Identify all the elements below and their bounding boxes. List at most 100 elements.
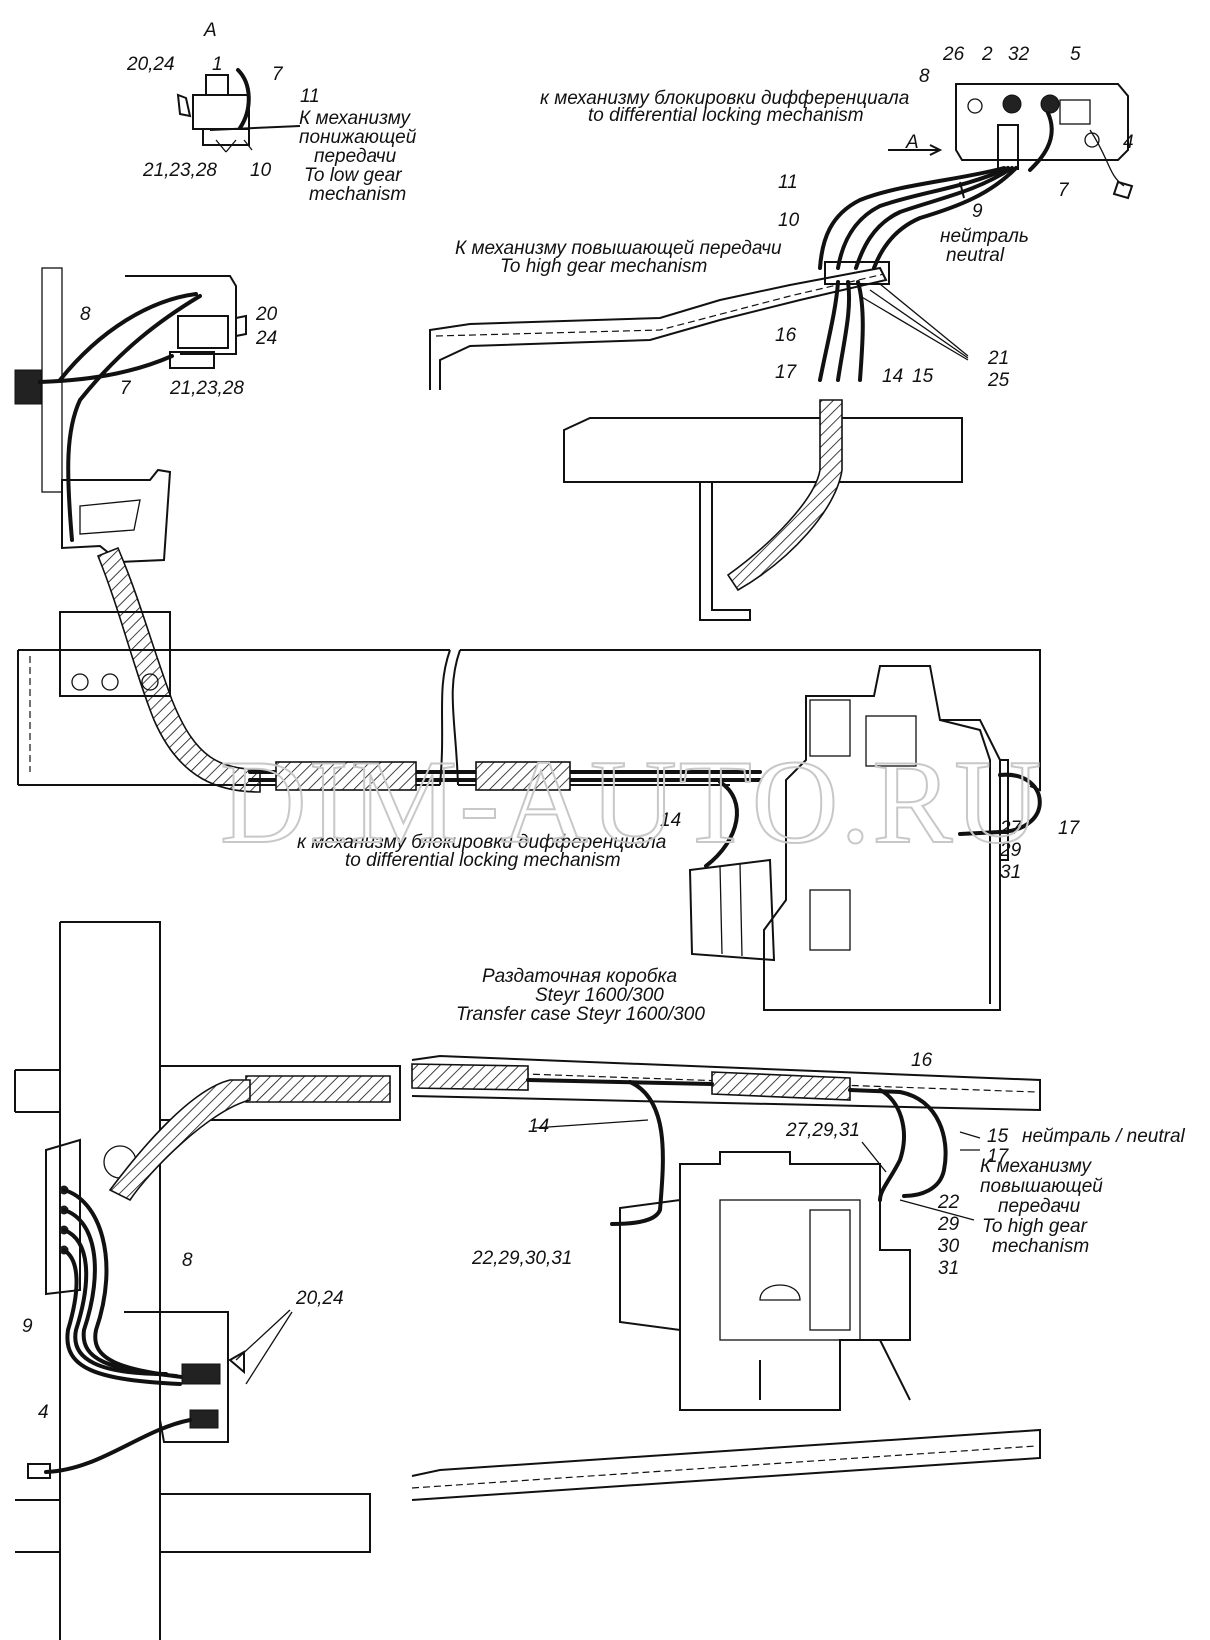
callout-9: 9 <box>972 201 983 222</box>
hose-4 <box>44 1418 192 1474</box>
crossmember <box>563 417 963 483</box>
leader-lines <box>215 139 253 153</box>
callout-4: 4 <box>1123 132 1134 153</box>
callout-26: 26 <box>942 44 965 65</box>
bracket-window <box>79 499 141 535</box>
hose-17 <box>958 772 1042 836</box>
side-bracket <box>14 1069 60 1113</box>
caption-high-gear-bottom-ru-3: передачи <box>998 1196 1081 1217</box>
valve <box>181 1363 221 1385</box>
hose-9 <box>872 166 1018 270</box>
watermark: DIM-AUTO.RU <box>220 735 1043 868</box>
connector-4 <box>27 1463 51 1479</box>
callout-5: 5 <box>1070 44 1081 65</box>
callout-21: 21 <box>987 348 1009 369</box>
hose-14 <box>610 1080 665 1226</box>
hose-sleeve <box>275 761 417 791</box>
callout-7: 7 <box>272 64 284 85</box>
bottom-left-assembly: 8 9 20,24 4 <box>14 921 401 1640</box>
caption-diff-lock-top-en: to differential locking mechanism <box>588 105 864 126</box>
hose-16 <box>854 166 1014 270</box>
transfer-case-body <box>679 1151 911 1411</box>
view-a-letter: A <box>203 20 217 41</box>
bolt <box>101 673 119 691</box>
valve-mount-plate <box>124 1311 229 1443</box>
frame-bracket <box>59 611 171 697</box>
callout-8: 8 <box>80 304 91 325</box>
cover-plate <box>865 715 917 767</box>
callout-11: 11 <box>778 172 798 193</box>
callout-7: 7 <box>1058 180 1070 201</box>
bolt <box>71 673 89 691</box>
mount-lug <box>809 889 851 951</box>
case-dome <box>759 1284 801 1301</box>
hose-11 <box>209 125 301 131</box>
hose-10 <box>836 166 1010 270</box>
valve-cap <box>205 74 229 96</box>
hose-7 <box>38 354 174 384</box>
callout-25: 25 <box>987 370 1010 391</box>
case-details <box>759 1339 911 1401</box>
plate-window <box>1059 99 1091 125</box>
callout-30: 30 <box>938 1236 960 1257</box>
case-cover <box>719 1199 861 1341</box>
step-bracket <box>61 468 172 564</box>
cover-plate <box>809 699 851 757</box>
hose-15 <box>856 280 865 382</box>
caption-low-gear-ru-2: понижающей <box>299 127 417 148</box>
callout-31: 31 <box>1000 862 1021 883</box>
hose-14 <box>704 780 739 868</box>
hose-11 <box>818 166 1006 270</box>
case-flange <box>809 1209 851 1331</box>
lower-crossmember <box>15 1493 371 1553</box>
callout-29: 29 <box>999 840 1022 861</box>
hose-sleeve <box>475 761 571 791</box>
caption-transfer-ru-1: Раздаточная коробка <box>482 966 677 987</box>
caption-low-gear-en-1: To low gear <box>304 165 402 186</box>
hose-run <box>848 1088 902 1094</box>
callout-24: 24 <box>255 328 277 349</box>
caption-high-gear-bottom-en-2: mechanism <box>992 1236 1089 1257</box>
leader-21-25 <box>859 283 969 361</box>
lower-frame-hidden <box>411 1445 1037 1489</box>
hose-7 <box>1028 111 1054 172</box>
callout-15: 15 <box>912 366 934 387</box>
caption-low-gear-ru-3: передачи <box>314 146 397 167</box>
hose-8 <box>62 1188 192 1380</box>
caption-diff-lock-mid-en: to differential locking mechanism <box>345 850 621 871</box>
callout-22-29-30-31: 22,29,30,31 <box>471 1248 572 1269</box>
valve-block-lower <box>169 351 215 369</box>
protective-sleeve <box>108 1079 251 1202</box>
leader-lines <box>533 1119 981 1151</box>
callout-9: 9 <box>22 1316 33 1337</box>
callout-1: 1 <box>212 54 223 75</box>
callout-27-29-31: 27,29,31 <box>785 1120 860 1141</box>
callout-32: 32 <box>1008 44 1030 65</box>
transfer-case-body <box>763 665 1001 1011</box>
callout-21-23-28: 21,23,28 <box>142 160 217 181</box>
clamp <box>959 181 965 199</box>
callout-16: 16 <box>911 1050 933 1071</box>
hose-bracket <box>45 1138 81 1296</box>
hose-9 <box>62 1248 182 1386</box>
frame-beam <box>411 1054 1041 1112</box>
callout-17: 17 <box>775 362 798 383</box>
connector <box>176 93 192 118</box>
hose-sleeve <box>245 1075 391 1103</box>
callout-17: 17 <box>987 1146 1010 1167</box>
protective-sleeve <box>726 399 843 592</box>
valve <box>189 1409 219 1429</box>
plate-hole <box>1084 132 1100 148</box>
callout-8: 8 <box>919 66 930 87</box>
bottom-right-assembly: 16 15 17 14 27,29,31 22,29,30,31 22 29 3… <box>411 1050 1186 1501</box>
caption-low-gear-en-2: mechanism <box>309 184 406 205</box>
callout-15: 15 <box>987 1126 1009 1147</box>
flange-ribs <box>719 863 743 957</box>
caption-transfer-ru-2: Steyr 1600/300 <box>535 985 664 1006</box>
caption-neutral-en: neutral <box>946 245 1005 266</box>
connector-4 <box>1112 180 1134 200</box>
callout-10: 10 <box>778 210 800 231</box>
frame-beam-hidden <box>435 273 885 337</box>
hose-17 <box>898 1090 948 1198</box>
hose-16 <box>878 1088 906 1202</box>
